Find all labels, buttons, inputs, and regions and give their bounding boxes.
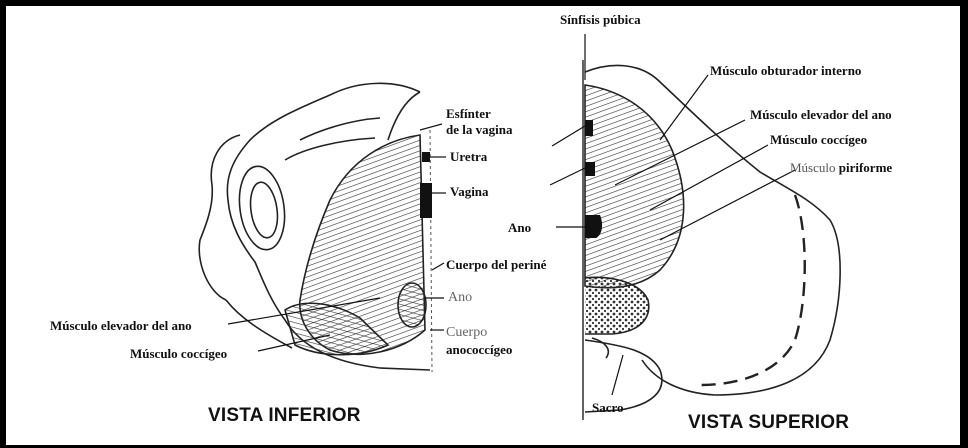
label-sinfisis: Sínfisis púbica (560, 12, 641, 27)
label-ano-superior: Ano (508, 220, 531, 235)
label-elevador-inferior: Músculo elevador del ano (50, 318, 192, 333)
label-elevador-superior: Músculo elevador del ano (750, 107, 892, 122)
label-cuerpo-perine: Cuerpo del periné (446, 257, 546, 272)
title-vista-superior: VISTA SUPERIOR (688, 412, 849, 434)
label-esfinter-line1: Esfínter (446, 106, 512, 122)
label-cuerpo-line1: Cuerpo (446, 324, 512, 341)
label-uretra: Uretra (450, 149, 487, 164)
label-ano-inferior: Ano (448, 290, 472, 305)
label-vagina: Vagina (450, 184, 489, 199)
label-coccigeo-superior: Músculo coccígeo (770, 132, 867, 147)
label-anococcigeo-line2: anococcígeo (446, 341, 512, 358)
label-sacro: Sacro (592, 400, 624, 415)
label-cuerpo-anococcigeo: Cuerpo anococcígeo (446, 324, 512, 358)
label-piriforme: Músculo piriforme (790, 160, 892, 175)
label-coccigeo-inferior: Músculo coccígeo (130, 346, 227, 361)
label-esfinter-line2: de la vagina (446, 122, 512, 138)
label-obturador: Músculo obturador interno (710, 63, 861, 78)
label-esfinter: Esfínter de la vagina (446, 106, 512, 138)
label-piriforme-b: piriforme (839, 160, 892, 175)
title-vista-inferior: VISTA INFERIOR (208, 405, 361, 427)
label-piriforme-a: Músculo (790, 160, 836, 175)
inferior-view-drawing (199, 83, 432, 372)
